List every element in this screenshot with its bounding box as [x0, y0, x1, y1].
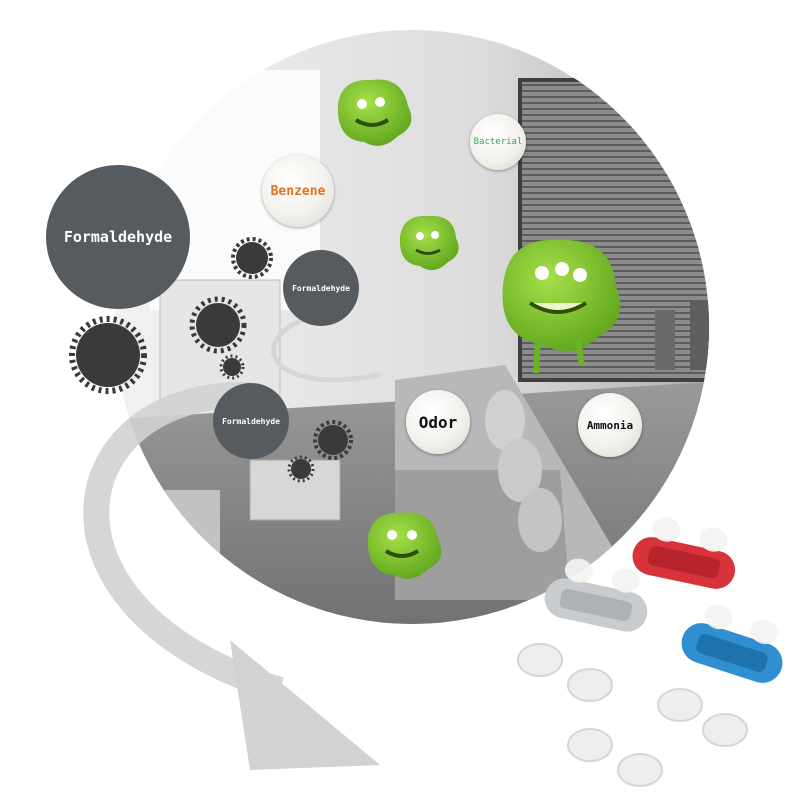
ammonia-label: Ammonia: [586, 418, 634, 432]
green-microbe-icon: [367, 512, 442, 579]
green-microbe-icon: [399, 215, 459, 271]
bacterial-bubble: Bacterial: [470, 114, 526, 170]
benzene-label: Benzene: [270, 183, 326, 199]
odor-label: Odor: [418, 412, 458, 432]
bacterial-label: Bacterial: [473, 137, 523, 147]
nose-filter-icon: [544, 558, 648, 632]
dust-particle-icon: [189, 296, 247, 354]
dust-particle-icon: [287, 455, 315, 483]
formaldehyde-large-label: Formaldehyde: [63, 228, 173, 246]
dust-particle-icon: [231, 237, 273, 279]
formaldehyde-small-label: Formaldehyde: [222, 416, 280, 426]
dust-particles: [69, 237, 353, 483]
formaldehyde-mid-label: Formaldehyde: [292, 283, 350, 293]
formaldehyde-large-bubble: Formaldehyde: [46, 165, 190, 309]
benzene-bubble: Benzene: [262, 155, 334, 227]
dust-particle-icon: [219, 354, 245, 380]
green-microbe-icon: [502, 239, 621, 374]
nose-filter-parts: [517, 643, 748, 787]
ammonia-bubble: Ammonia: [578, 393, 642, 457]
green-microbe-icon: [337, 79, 412, 146]
formaldehyde-mid-bubble: Formaldehyde: [283, 250, 359, 326]
odor-bubble: Odor: [406, 390, 470, 454]
nose-filter-icon: [632, 517, 736, 589]
dust-particle-icon: [69, 316, 147, 394]
formaldehyde-small-bubble: Formaldehyde: [213, 383, 289, 459]
nose-filter-icon: [681, 604, 783, 683]
dust-particle-icon: [313, 420, 353, 460]
